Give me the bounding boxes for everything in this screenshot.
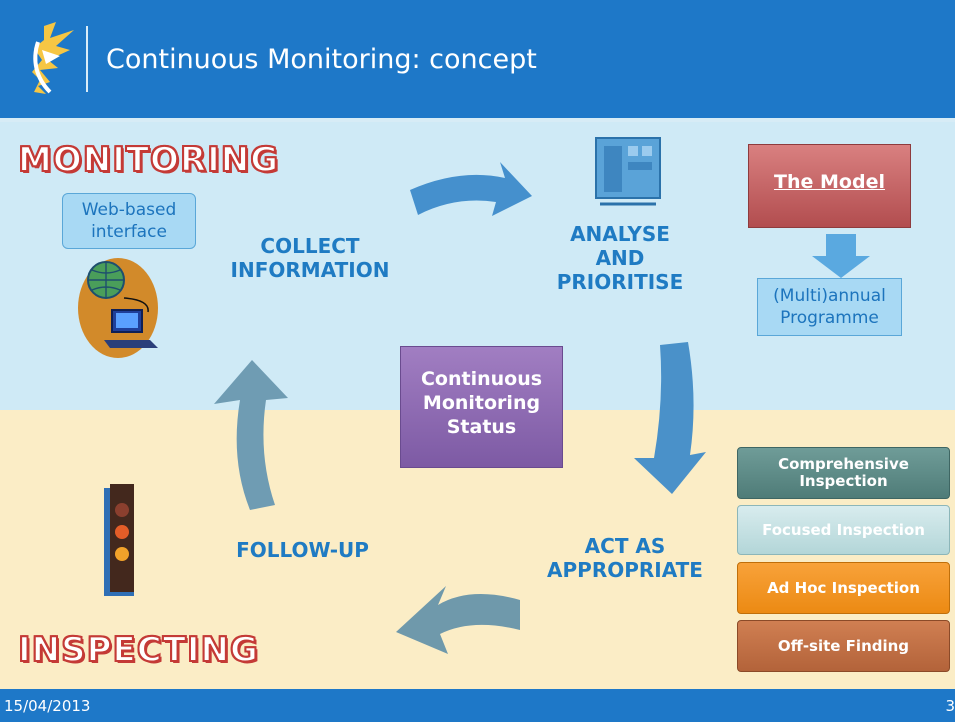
web-box-line-2: interface xyxy=(91,222,167,242)
arrow-act-to-followup xyxy=(396,586,520,654)
status-line-3: Status xyxy=(446,416,517,438)
arrow-followup-to-collect xyxy=(214,360,288,510)
arrow-analyse-to-act xyxy=(634,342,706,494)
monitoring-status-box: Continuous Monitoring Status xyxy=(400,346,563,468)
programme-line-2: Programme xyxy=(780,308,879,328)
page-number: 3 xyxy=(945,697,955,715)
focused-inspection-box: Focused Inspection xyxy=(737,505,950,555)
comprehensive-inspection-box: Comprehensive Inspection xyxy=(737,447,950,499)
footer: 15/04/2013 3 xyxy=(0,689,955,722)
off-site-finding-box: Off-site Finding xyxy=(737,620,950,672)
web-interface-box: Web-based interface xyxy=(62,193,196,249)
step-follow-up: FOLLOW-UP xyxy=(236,538,369,562)
step-act-as-appropriate: ACT AS APPROPRIATE xyxy=(525,534,725,582)
header-divider xyxy=(86,26,88,92)
chip-icon xyxy=(595,137,661,206)
footer-date: 15/04/2013 xyxy=(4,697,91,715)
step-collect-information: COLLECT INFORMATION xyxy=(205,234,415,282)
header: Continuous Monitoring: concept xyxy=(0,0,955,122)
monitoring-label: MONITORING xyxy=(17,139,280,181)
status-line-1: Continuous xyxy=(420,368,543,390)
star-logo-icon xyxy=(32,22,74,94)
globe-computer-icon xyxy=(78,258,158,358)
analyse-line-2: AND xyxy=(595,246,645,270)
web-box-line-1: Web-based xyxy=(81,200,177,220)
ad-hoc-inspection-box: Ad Hoc Inspection xyxy=(737,562,950,614)
page-title: Continuous Monitoring: concept xyxy=(106,44,537,75)
programme-box: (Multi)annual Programme xyxy=(757,278,902,336)
analyse-line-1: ANALYSE xyxy=(570,222,670,246)
status-line-2: Monitoring xyxy=(422,392,541,414)
arrow-collect-to-analyse xyxy=(410,162,532,216)
programme-line-1: (Multi)annual xyxy=(773,286,886,306)
arrow-model-to-programme xyxy=(812,234,870,278)
act-line-1: ACT AS xyxy=(584,534,666,558)
traffic-light-icon xyxy=(104,484,134,596)
model-box[interactable]: The Model xyxy=(748,144,911,228)
inspecting-label: INSPECTING xyxy=(17,629,259,671)
analyse-line-3: PRIORITISE xyxy=(556,270,684,294)
collect-line-1: COLLECT xyxy=(260,234,360,258)
collect-line-2: INFORMATION xyxy=(230,258,390,282)
step-analyse-prioritise: ANALYSE AND PRIORITISE xyxy=(520,222,720,294)
act-line-2: APPROPRIATE xyxy=(547,558,703,582)
